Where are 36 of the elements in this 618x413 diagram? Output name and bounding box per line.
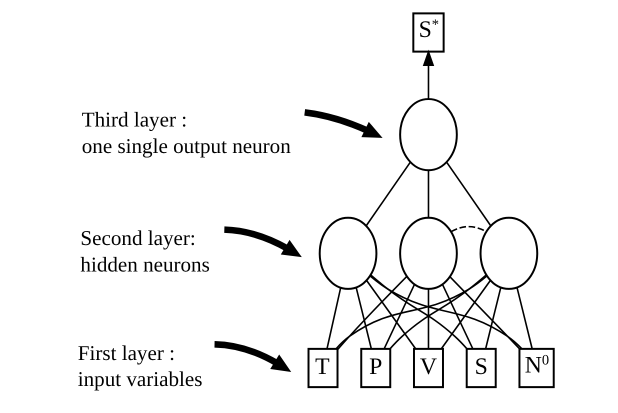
connector [450,226,486,232]
connector [354,287,372,349]
node-text: First layer : input variables [77,340,202,392]
node-box: S [465,348,496,388]
arrow [422,50,434,99]
node-circle [318,216,377,290]
node-text: Third layer : one single output neuron [81,107,290,158]
connector [382,284,415,350]
connector [369,275,522,350]
connector [335,275,487,350]
connector [370,274,467,350]
node-box: N$^{0}$ [518,348,554,388]
connector [441,284,474,350]
connector [365,162,410,226]
arrow [224,226,302,258]
connector [446,162,491,226]
connector [427,289,429,348]
connector [326,288,341,349]
connector [516,287,532,349]
connector [427,170,429,218]
node-box: S$^{*}$ [412,12,444,53]
node-circle [398,216,458,290]
node-box: V [412,348,444,388]
connector [336,276,407,350]
node-box: P [360,348,391,388]
connector [389,274,486,350]
connector [484,287,501,349]
node-circle [398,98,458,172]
connector [448,276,520,350]
node-box: T [307,348,338,388]
arrow [304,109,382,138]
arrow [214,341,291,372]
connector [440,280,490,350]
connector [366,280,416,350]
node-text: Second layer: hidden neurons [80,226,210,276]
node-circle [479,216,538,290]
